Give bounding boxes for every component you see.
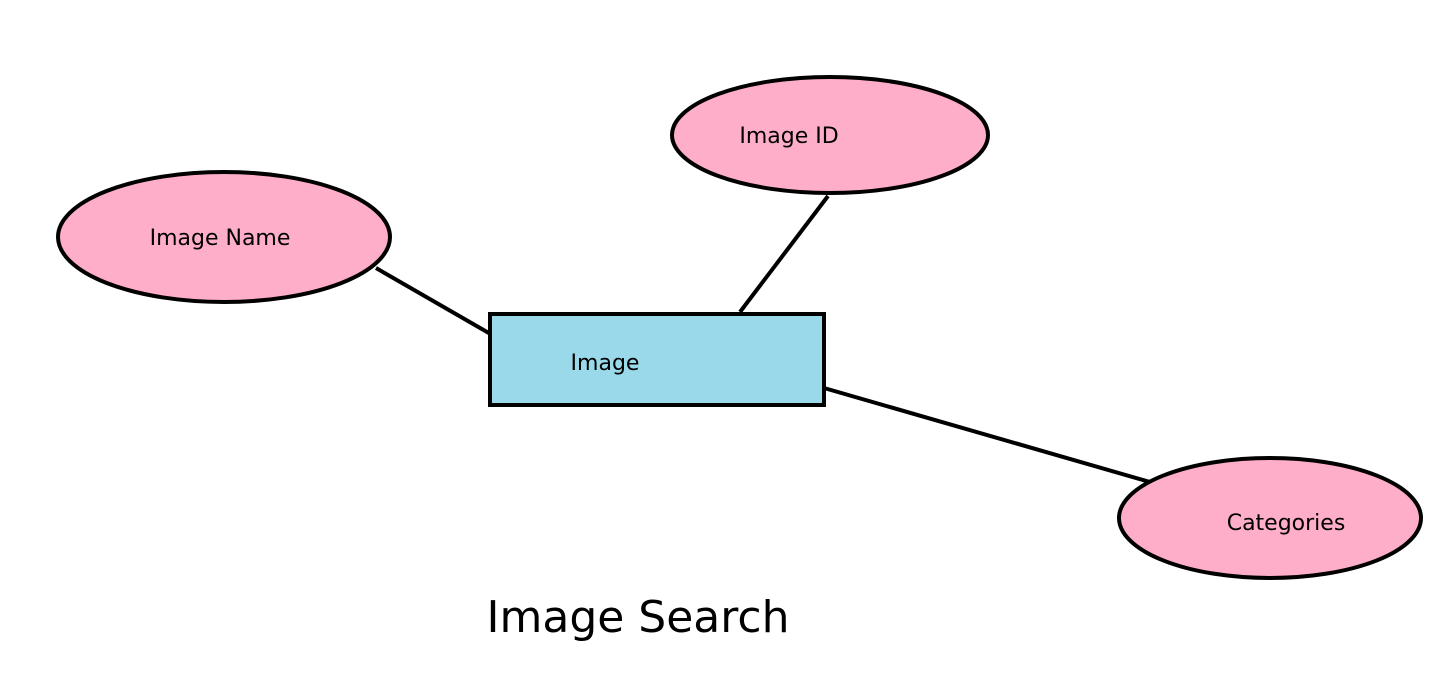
attribute-image-name: Image Name: [56, 170, 392, 304]
attribute-image-id: Image ID: [670, 75, 990, 195]
entity-rect: [488, 312, 826, 407]
attribute-label: Categories: [1227, 511, 1346, 536]
diagram-caption: Image Search: [487, 592, 790, 643]
connector-image-id: [738, 194, 830, 314]
attribute-categories: Categories: [1117, 456, 1423, 580]
entity-label: Image: [571, 351, 640, 376]
attribute-ellipse: [56, 170, 392, 304]
entity-image: Image: [488, 312, 826, 407]
attribute-label: Image ID: [739, 124, 838, 149]
attribute-label: Image Name: [150, 226, 291, 251]
connector-image-name: [375, 266, 495, 338]
attribute-ellipse: [1117, 456, 1423, 580]
attribute-ellipse: [670, 75, 990, 195]
connector-categories: [823, 386, 1151, 484]
